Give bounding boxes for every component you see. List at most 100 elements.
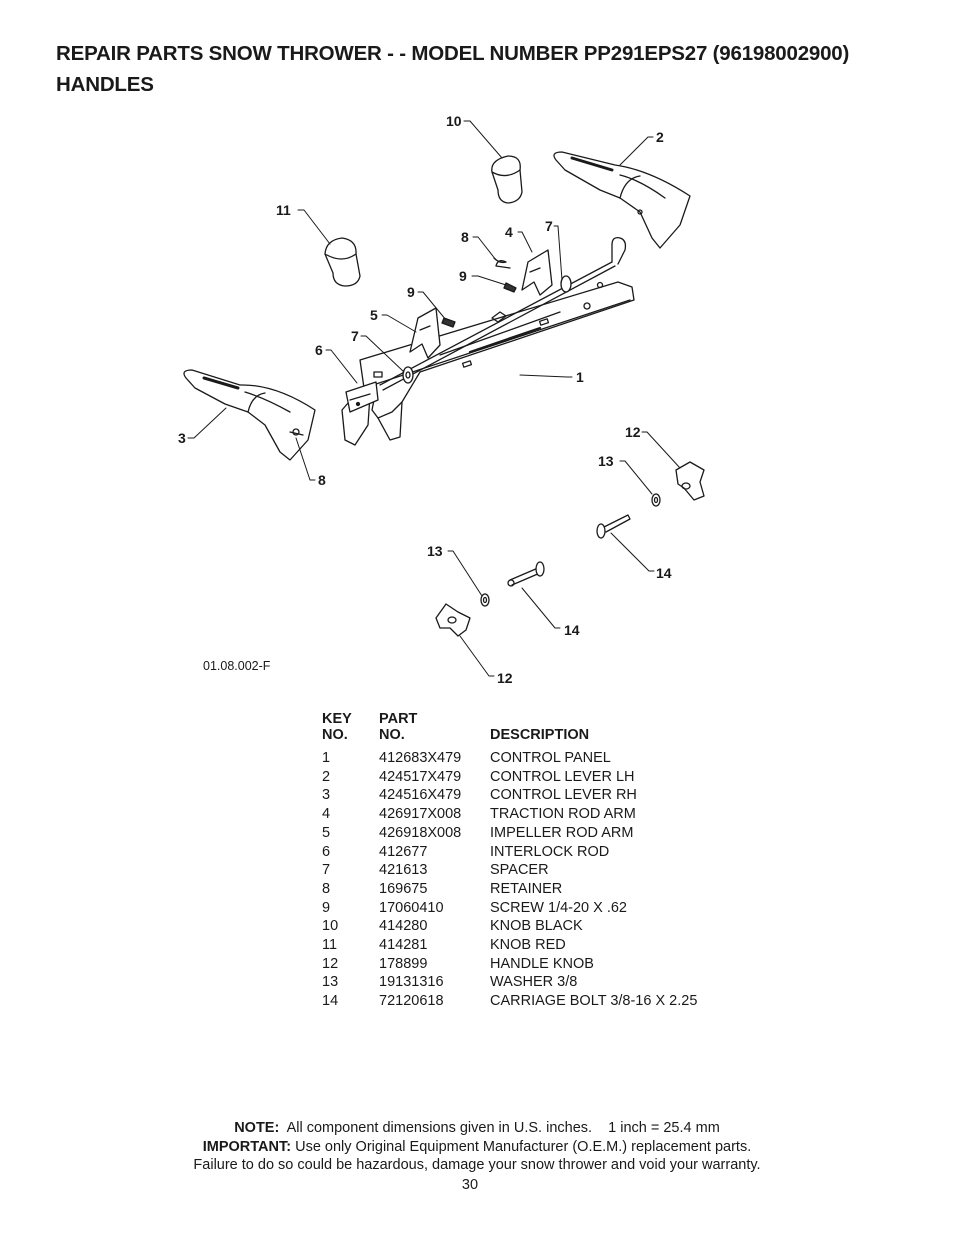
callout-8-lower: 8 [318, 472, 326, 488]
carriage-bolt-lower-shape [507, 561, 545, 587]
part-key-cell: 12 [322, 955, 339, 972]
callout-2: 2 [656, 129, 664, 145]
callout-13-lower: 13 [427, 543, 443, 559]
part-number-cell: 169675 [379, 880, 428, 897]
part-description-cell: CONTROL LEVER RH [490, 787, 637, 804]
warning-line: Failure to do so could be hazardous, dam… [193, 1157, 761, 1173]
title-line-model: REPAIR PARTS SNOW THROWER - - MODEL NUMB… [56, 42, 850, 65]
part-description-cell: KNOB BLACK [490, 918, 583, 935]
part-number-cell: 412677 [379, 843, 428, 860]
header-part-line2: NO. [379, 727, 405, 743]
callout-9-lower: 9 [407, 284, 415, 300]
part-description-cell: SPACER [490, 862, 549, 879]
part-key-cell: 6 [322, 843, 331, 860]
part-key-cell: 14 [322, 993, 339, 1010]
part-key-cell: 5 [322, 824, 331, 841]
carriage-bolt-upper-shape [596, 514, 631, 539]
knob-black-shape [491, 155, 523, 204]
control-lever-rh-shape [183, 369, 316, 461]
knob-red-shape [324, 237, 361, 287]
callout-leader-lines [187, 120, 681, 677]
traction-rod-arm-shape [521, 249, 553, 296]
rod-bracket-shape [345, 381, 379, 413]
parts-table: KEY NO. PART NO. DESCRIPTION 1 412683X479… [322, 711, 697, 1011]
parts-row: 14 72120618 CARRIAGE BOLT 3/8-16 X 2.25 [322, 992, 697, 1011]
callout-11: 11 [276, 202, 291, 218]
footer-notes: NOTE: All component dimensions given in … [0, 1119, 954, 1175]
part-number-cell: 72120618 [379, 993, 444, 1010]
parts-row: 6 412677 INTERLOCK ROD [322, 843, 697, 862]
header-key-line2: NO. [322, 727, 348, 743]
part-number-cell: 421613 [379, 862, 428, 879]
callout-7-lower: 7 [351, 328, 359, 344]
page-number: 30 [461, 1177, 479, 1193]
part-number-cell: 424516X479 [379, 787, 462, 804]
part-key-cell: 7 [322, 862, 331, 879]
callout-10: 10 [446, 113, 462, 129]
part-number-cell: 424517X479 [379, 768, 462, 785]
part-description-cell: CARRIAGE BOLT 3/8-16 X 2.25 [490, 993, 698, 1010]
part-key-cell: 3 [322, 787, 331, 804]
part-number-cell: 17060410 [379, 899, 444, 916]
part-number-cell: 412683X479 [379, 750, 462, 766]
part-key-cell: 1 [322, 750, 331, 766]
screw-shapes [441, 282, 517, 328]
parts-list: KEY NO. PART NO. DESCRIPTION 1 412683X479… [322, 711, 697, 1011]
part-description-cell: KNOB RED [490, 937, 566, 954]
control-lever-lh-shape [553, 151, 691, 249]
parts-row: 7 421613 SPACER [322, 861, 697, 880]
note-line: NOTE: All component dimensions given in … [0, 1119, 954, 1138]
important-text: Use only Original Equipment Manufacturer… [295, 1138, 752, 1155]
callout-8-upper: 8 [461, 229, 469, 245]
part-number-cell: 19131316 [379, 974, 444, 991]
parts-table-header: KEY NO. PART NO. DESCRIPTION [322, 711, 697, 749]
part-key-cell: 9 [322, 899, 331, 916]
parts-row: 3 424516X479 CONTROL LEVER RH [322, 786, 697, 805]
part-number-cell: 178899 [379, 955, 428, 972]
callout-12-upper: 12 [625, 424, 641, 440]
part-description-cell: HANDLE KNOB [490, 955, 594, 972]
title-line-section: HANDLES [56, 73, 154, 96]
handle-knob-upper-shape [675, 461, 705, 501]
part-description-cell: TRACTION ROD ARM [490, 806, 636, 823]
part-key-cell: 2 [322, 768, 331, 785]
callout-6: 6 [315, 342, 323, 358]
part-key-cell: 8 [322, 880, 331, 897]
control-panel-shape [341, 281, 635, 446]
handle-knob-lower-shape [435, 603, 471, 637]
part-key-cell: 11 [322, 937, 338, 954]
interlock-rod-shape [379, 237, 627, 391]
part-number-cell: 426917X008 [379, 806, 462, 823]
part-description-cell: SCREW 1/4-20 X .62 [490, 899, 627, 916]
part-number-cell: 426918X008 [379, 824, 462, 841]
important-line: IMPORTANT: Use only Original Equipment M… [0, 1138, 954, 1157]
callout-4: 4 [505, 224, 513, 240]
parts-row: 9 17060410 SCREW 1/4-20 X .62 [322, 899, 697, 918]
page-title: REPAIR PARTS SNOW THROWER - - MODEL NUMB… [56, 38, 849, 100]
note-label: NOTE: [234, 1120, 280, 1136]
figure-reference: 01.08.002-F [203, 659, 271, 673]
callout-13-upper: 13 [598, 453, 614, 469]
callout-9-upper: 9 [459, 268, 467, 284]
parts-row: 11 414281 KNOB RED [322, 936, 697, 955]
retainer-clip-shape [493, 257, 511, 269]
part-description-cell: IMPELLER ROD ARM [490, 824, 634, 841]
part-description-cell: INTERLOCK ROD [490, 843, 610, 860]
important-label: IMPORTANT: [202, 1138, 292, 1155]
note-text: All component dimensions given in U.S. i… [286, 1120, 720, 1136]
part-key-cell: 10 [322, 918, 339, 935]
header-part-no: PART NO. [379, 711, 490, 749]
callout-7-upper: 7 [545, 218, 553, 234]
header-key-line1: KEY [322, 711, 352, 727]
part-key-cell: 13 [322, 974, 339, 991]
callout-14-lower: 14 [564, 622, 580, 638]
part-number-cell: 414281 [379, 937, 428, 954]
callout-3: 3 [178, 430, 186, 446]
